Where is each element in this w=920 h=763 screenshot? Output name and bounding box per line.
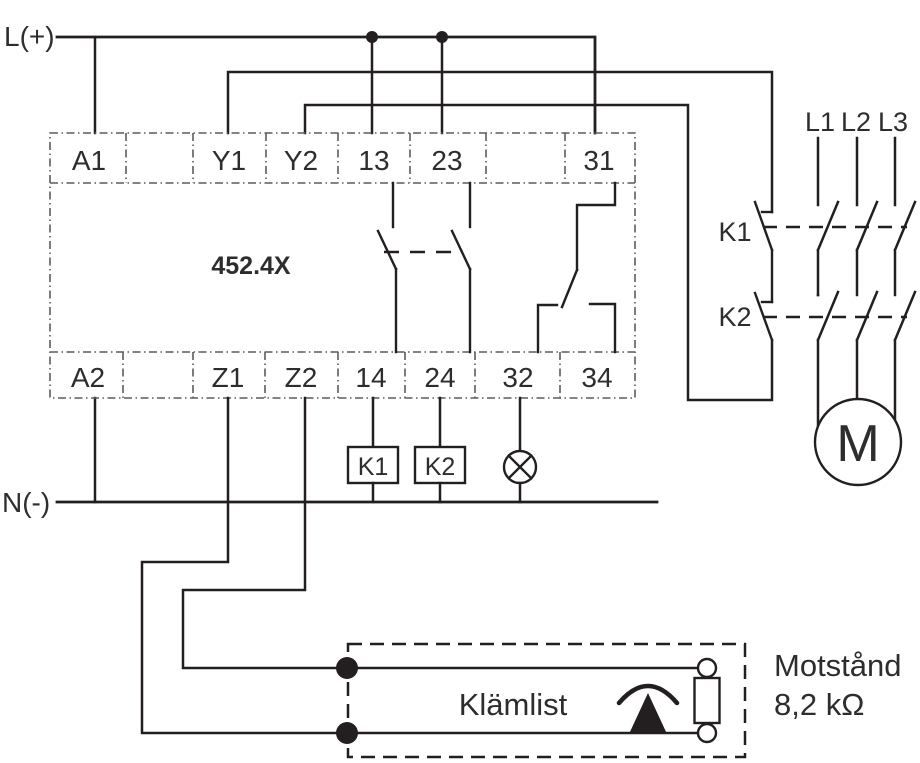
motor-label: M (836, 415, 879, 473)
no-contact-13-14 (376, 181, 398, 354)
negative-rail (55, 396, 659, 504)
terminal-label-34: 34 (581, 362, 612, 393)
terminal-label-13: 13 (358, 145, 389, 176)
terminal-label-31: 31 (583, 145, 614, 176)
terminal-label-a2: A2 (71, 362, 105, 393)
feedback-wire-y1 (226, 70, 774, 214)
terminal-label-32: 32 (502, 362, 533, 393)
feedback-wire-y2 (303, 103, 774, 402)
terminal-label-24: 24 (424, 362, 455, 393)
resistor-symbol (693, 657, 721, 744)
terminal-label-y2: Y2 (284, 145, 318, 176)
k1-main-contacts (816, 136, 917, 297)
junction-dot (366, 31, 378, 43)
resistor-name-label: Motstånd (774, 648, 902, 683)
terminal-strip-label: Klämlist (459, 687, 568, 722)
contactor-k2-label: K2 (718, 302, 751, 332)
positive-rail-label: L(+) (4, 21, 55, 52)
resistor-value-label: 8,2 kΩ (774, 687, 864, 722)
coil-k2-label: K2 (425, 453, 456, 481)
safety-edge-icon (616, 683, 680, 734)
phase-label-l3: L3 (878, 107, 908, 137)
strip-terminal-dot (336, 657, 358, 679)
changeover-contact-31-32-34 (536, 181, 617, 354)
terminal-label-a1: A1 (72, 145, 106, 176)
terminal-label-z2: Z2 (285, 362, 318, 393)
coil-k1-label: K1 (358, 453, 389, 481)
coil-k2 (413, 396, 467, 504)
negative-rail-label: N(-) (2, 487, 50, 518)
indicator-lamp-icon (502, 396, 538, 504)
junction-dot (436, 31, 448, 43)
z1-wire (140, 396, 342, 735)
terminal-strip-wires (336, 657, 700, 744)
positive-rail (55, 31, 597, 135)
phase-label-l2: L2 (841, 107, 871, 137)
k1-aux-contact (753, 200, 774, 304)
contactor-k1-label: K1 (718, 217, 751, 247)
no-contact-23-24 (450, 181, 472, 354)
terminal-label-23: 23 (431, 145, 462, 176)
phase-label-l1: L1 (805, 107, 835, 137)
z2-wire (181, 396, 342, 670)
motor-symbol (813, 397, 903, 487)
terminal-label-y1: Y1 (212, 145, 246, 176)
terminal-label-14: 14 (355, 362, 386, 393)
terminal-label-z1: Z1 (212, 362, 245, 393)
coil-k1 (346, 396, 400, 504)
strip-terminal-dot (336, 722, 358, 744)
relay-enclosure (49, 132, 636, 399)
relay-model-label: 452.4X (211, 252, 291, 280)
terminal-strip-enclosure (346, 642, 747, 759)
